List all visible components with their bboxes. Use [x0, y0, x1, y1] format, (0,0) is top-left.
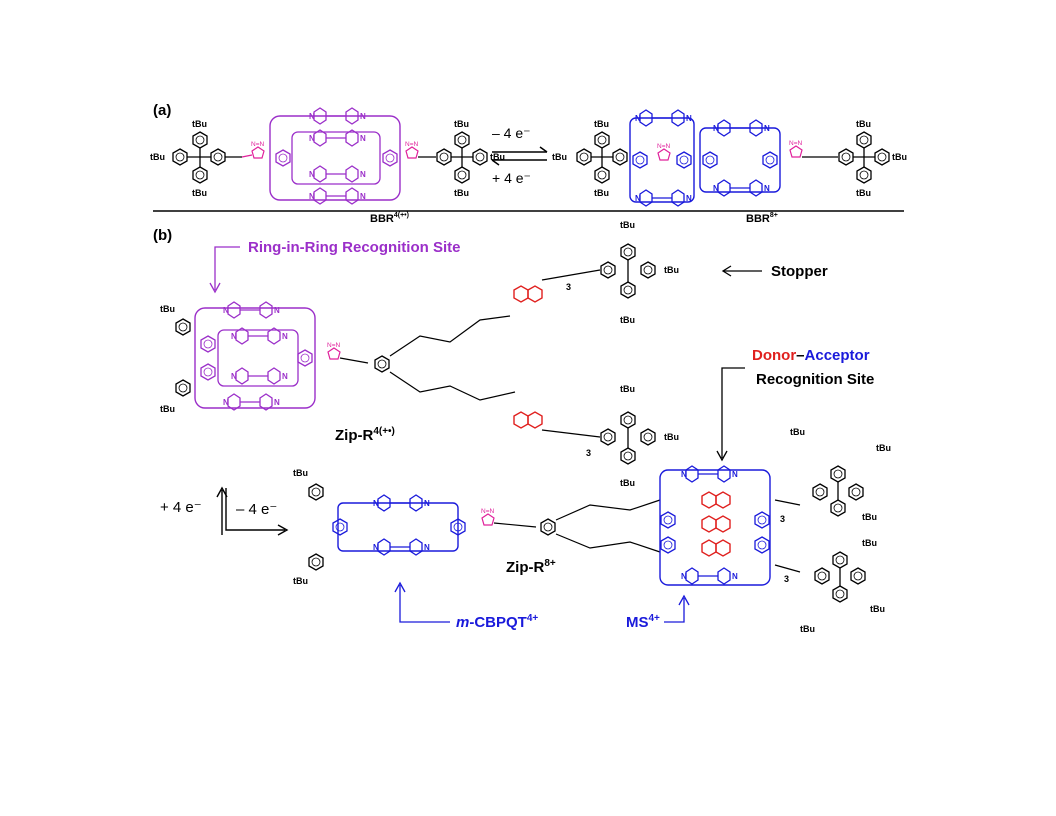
zip-r-top-stopper-2: 3 tBu tBu tBu — [541, 384, 679, 488]
ms-arrow — [664, 594, 690, 623]
zip-r-bottom-axle — [493, 499, 661, 553]
arrow-label-reduce: – 4 e⁻ — [492, 125, 531, 141]
tbu-label: tBu — [620, 384, 635, 394]
bbr-right-stopper-right: tBu tBu tBu — [802, 119, 907, 198]
ring-in-ring-site-label: Ring-in-Ring Recognition Site — [248, 239, 460, 256]
tbu-label: tBu — [150, 152, 165, 162]
zip-r-bottom-triazole — [480, 507, 496, 526]
bbr-right-triazole-2 — [788, 139, 804, 158]
zip-r-top-naphthalene-2 — [513, 411, 543, 429]
tbu-label: tBu — [862, 538, 877, 548]
tbu-label: tBu — [620, 478, 635, 488]
tbu-label: tBu — [192, 119, 207, 129]
equilibrium-arrows — [491, 146, 548, 166]
tbu-label: tBu — [160, 404, 175, 414]
zip-r-bottom-stopper-1: 3 tBu tBu tBu — [774, 427, 891, 524]
tbu-label: tBu — [664, 432, 679, 442]
da-site-arrow — [716, 367, 745, 462]
bbr-left-triazole — [241, 140, 266, 159]
repeat-n: 3 — [566, 282, 571, 292]
zip-r-bottom-name: Zip-R8+ — [506, 558, 556, 576]
tbu-label: tBu — [892, 152, 907, 162]
stopper-arrow — [721, 265, 762, 277]
arrow-label-oxidize: + 4 e⁻ — [492, 170, 531, 186]
bbr-left-stopper-right: tBu tBu tBu — [418, 119, 505, 198]
m-cbpqt-ring — [332, 494, 466, 556]
bbr-left-name: BBR4(+•) — [370, 212, 409, 225]
tbu-label: tBu — [862, 512, 877, 522]
ms-naphthalene-stack — [701, 491, 731, 557]
tbu-label: tBu — [876, 443, 891, 453]
zip-r-top-axle — [339, 315, 516, 401]
redox-arrows — [216, 486, 289, 536]
tbu-label: tBu — [870, 604, 885, 614]
panel-b-label: (b) — [153, 227, 172, 244]
tbu-label: tBu — [552, 152, 567, 162]
bbr-right-cbpqt-1 — [629, 109, 695, 207]
tbu-label: tBu — [856, 188, 871, 198]
ms-ring — [659, 465, 771, 586]
tbu-label: tBu — [856, 119, 871, 129]
bbr-left-stopper-left: tBu tBu tBu — [150, 119, 242, 198]
tbu-label: tBu — [454, 119, 469, 129]
tbu-label: tBu — [293, 576, 308, 586]
tbu-label: tBu — [800, 624, 815, 634]
repeat-n: 3 — [586, 448, 591, 458]
zip-r-bottom-tolyl: tBu tBu — [293, 468, 324, 586]
recognition-site-label: Recognition Site — [756, 371, 874, 388]
panel-a-label: (a) — [153, 102, 171, 119]
stopper-label: Stopper — [771, 263, 828, 280]
bbr-ring-in-ring-purple — [269, 107, 401, 205]
tbu-label: tBu — [160, 304, 175, 314]
tbu-label: tBu — [620, 315, 635, 325]
repeat-n: 3 — [784, 574, 789, 584]
bbr-right-name: BBR8+ — [746, 212, 778, 225]
zip-r-top-naphthalene-1 — [513, 285, 543, 303]
tbu-label: tBu — [192, 188, 207, 198]
zip-r-top-stopper-1: 3 tBu tBu tBu — [541, 220, 679, 325]
zip-r-bottom-stopper-2: 3 tBu tBu tBu — [774, 538, 885, 634]
tbu-label: tBu — [594, 188, 609, 198]
zip-r-top-triazole — [326, 341, 342, 360]
repeat-n: 3 — [780, 514, 785, 524]
zip-r-top-ring-in-ring — [194, 301, 316, 411]
donor-acceptor-label: Donor–Acceptor — [752, 347, 870, 364]
zip-r-top-name: Zip-R4(+•) — [335, 426, 395, 444]
bbr-right-cbpqt-2 — [699, 119, 781, 197]
redox-label-oxidize: – 4 e⁻ — [236, 501, 277, 518]
ring-site-arrow — [209, 246, 240, 294]
tbu-label: tBu — [790, 427, 805, 437]
zip-r-top-tolyl: tBu tBu — [160, 304, 191, 414]
m-cbpqt-arrow — [394, 581, 450, 623]
m-cbpqt-label: m-CBPQT4+ — [456, 613, 538, 631]
tbu-label: tBu — [594, 119, 609, 129]
tbu-label: tBu — [293, 468, 308, 478]
ms-label: MS4+ — [626, 613, 660, 631]
bbr-right-stopper-left: tBu tBu tBu — [552, 119, 628, 198]
redox-label-reduce: + 4 e⁻ — [160, 499, 202, 516]
bbr-left-triazole-2 — [404, 140, 420, 159]
tbu-label: tBu — [490, 152, 505, 162]
tbu-label: tBu — [620, 220, 635, 230]
tbu-label: tBu — [454, 188, 469, 198]
bbr-right-triazole-1 — [656, 142, 672, 161]
tbu-label: tBu — [664, 265, 679, 275]
